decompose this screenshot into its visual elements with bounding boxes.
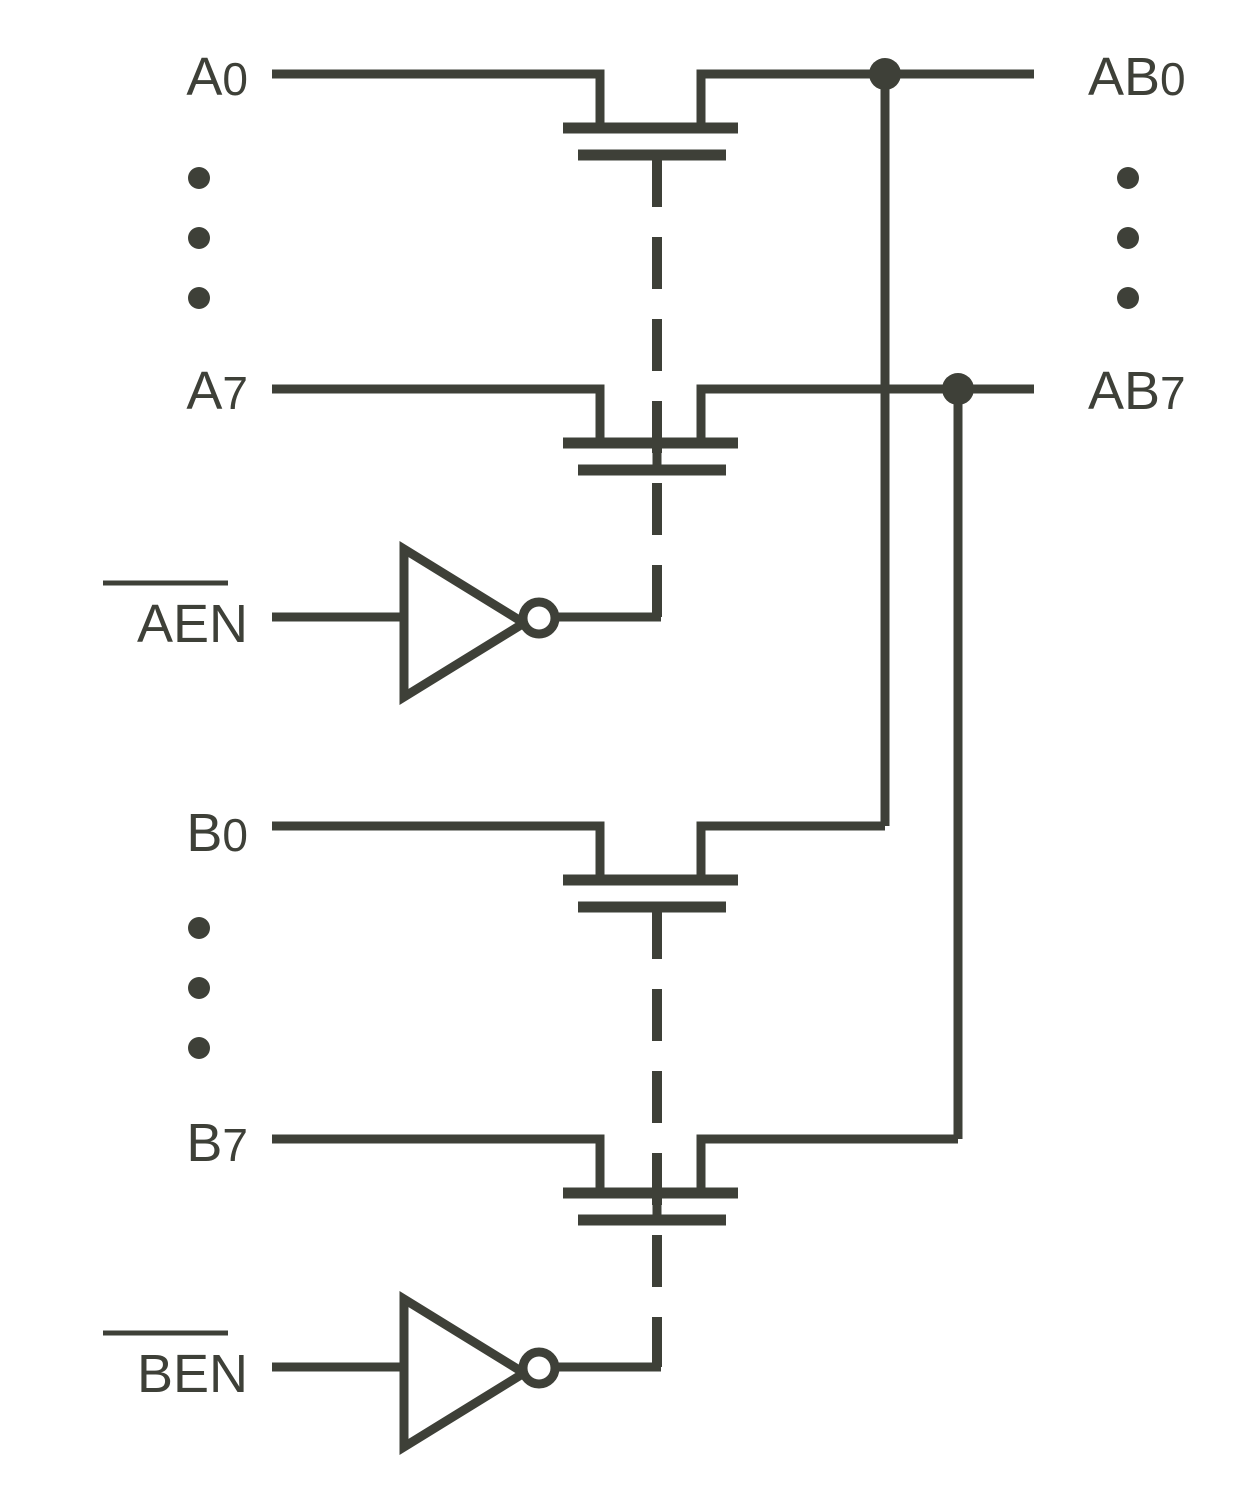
ellipsis-dot xyxy=(188,287,210,309)
ellipsis-dot xyxy=(1117,227,1139,249)
net-b0-input-wire xyxy=(272,821,605,880)
junction-ab7 xyxy=(942,373,974,405)
b7-label: B7 xyxy=(186,1113,248,1173)
ellipsis-b-inputs xyxy=(188,917,210,1059)
ellipsis-dot xyxy=(188,977,210,999)
inverter-aen xyxy=(272,540,661,706)
junction-ab0 xyxy=(869,58,901,90)
inverter-ben-triangle xyxy=(399,1290,533,1456)
pass-transistor-b0 xyxy=(272,821,885,913)
net-a0-output-wire xyxy=(696,69,1034,128)
inverter-ben-bubble xyxy=(518,1347,560,1389)
inverter-ben xyxy=(272,1290,661,1456)
net-a0-input-wire xyxy=(272,69,605,128)
ellipsis-dot xyxy=(188,1037,210,1059)
ben-label-text: BEN xyxy=(137,1344,248,1404)
a0-label: A0 xyxy=(186,47,248,107)
ab7-label: AB7 xyxy=(1088,361,1186,421)
pass-transistor-b7 xyxy=(272,1134,958,1226)
pass-transistor-a0 xyxy=(272,69,1034,161)
ellipsis-dot xyxy=(1117,167,1139,189)
net-b0-output-wire xyxy=(696,821,885,880)
inverter-aen-triangle xyxy=(399,540,533,706)
net-a7-input-wire xyxy=(272,384,605,443)
aen-label-text: AEN xyxy=(137,594,248,654)
ab0-label: AB0 xyxy=(1088,47,1186,107)
inverter-aen-bubble xyxy=(518,597,560,639)
b0-label: B0 xyxy=(186,803,248,863)
ellipsis-a-inputs xyxy=(188,167,210,309)
ellipsis-dot xyxy=(188,227,210,249)
ben-label: BEN xyxy=(103,1330,248,1404)
ellipsis-dot xyxy=(188,917,210,939)
ellipsis-dot xyxy=(1117,287,1139,309)
aen-label: AEN xyxy=(103,580,248,654)
pass-transistor-a7 xyxy=(272,384,1034,476)
net-a7-output-wire xyxy=(696,384,1034,443)
net-b7-input-wire xyxy=(272,1134,605,1193)
net-b7-output-wire xyxy=(696,1134,958,1193)
ellipsis-dot xyxy=(188,167,210,189)
ellipsis-ab-outputs xyxy=(1117,167,1139,309)
a7-label: A7 xyxy=(186,361,248,421)
